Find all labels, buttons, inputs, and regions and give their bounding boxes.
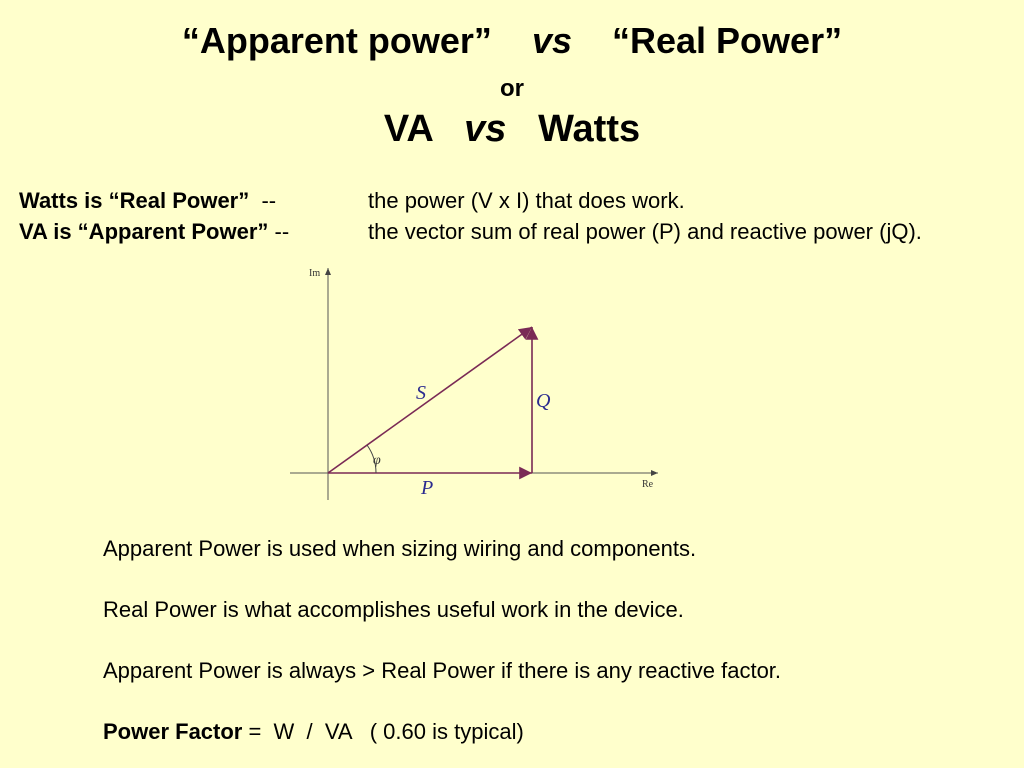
- label-p: P: [420, 477, 433, 499]
- label-phi: φ: [373, 453, 381, 468]
- title-va: VA: [383, 108, 433, 150]
- title-real-power: “Real Power”: [612, 20, 843, 61]
- note-real-power: Real Power is what accomplishes useful w…: [103, 597, 684, 622]
- definition-desc: the vector sum of real power (P) and rea…: [368, 219, 922, 244]
- title-line-2: or: [500, 75, 524, 102]
- title-watts: Watts: [538, 108, 641, 150]
- angle-arc: [366, 444, 377, 474]
- definition-watts: Watts is “Real Power” --: [19, 188, 276, 214]
- definition-separator: --: [274, 219, 290, 244]
- definition-separator: --: [261, 188, 277, 213]
- definition-term: Watts is “Real Power”: [19, 188, 250, 213]
- label-q: Q: [536, 390, 551, 412]
- title-line-1: “Apparent power” vs “Real Power”: [0, 20, 1024, 62]
- power-triangle-diagram: Im Re S Q P φ: [290, 268, 658, 500]
- note-reactive-factor: Apparent Power is always > Real Power if…: [103, 658, 782, 683]
- title-apparent-power: “Apparent power”: [181, 20, 492, 61]
- title-vs-2: vs: [464, 108, 507, 150]
- label-s: S: [416, 382, 426, 404]
- power-factor-formula: = W / VA ( 0.60 is typical): [242, 719, 524, 744]
- vector-s: [327, 326, 533, 474]
- definition-desc: the power (V x I) that does work.: [368, 188, 685, 213]
- power-factor-line: Power Factor = W / VA ( 0.60 is typical): [103, 719, 524, 745]
- axis-im-label: Im: [309, 268, 320, 279]
- title-line-3: VA vs Watts: [0, 108, 1024, 151]
- axis-re-label: Re: [642, 479, 654, 490]
- note-apparent-power: Apparent Power is used when sizing wirin…: [103, 536, 697, 561]
- power-factor-label: Power Factor: [103, 719, 243, 744]
- definition-term: VA is “Apparent Power”: [19, 219, 269, 244]
- definition-va: VA is “Apparent Power” --: [19, 219, 289, 245]
- title-vs: vs: [531, 20, 572, 61]
